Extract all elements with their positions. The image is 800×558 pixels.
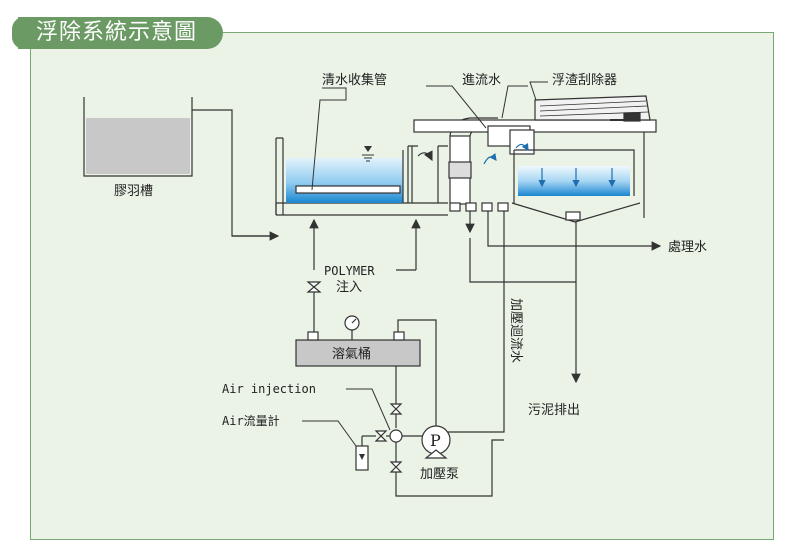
tank-top-frame — [413, 119, 657, 155]
air-valve-bottom — [389, 461, 403, 473]
polymer-valve — [306, 281, 322, 293]
label-dissolving-tank: 溶氣桶 — [332, 347, 371, 362]
label-pressure-pump: 加壓泵 — [420, 467, 459, 482]
air-dissolving-tank — [295, 339, 421, 367]
flotation-chamber-left — [275, 137, 404, 215]
label-air-injection: Air injection — [222, 382, 316, 396]
flocculation-outlet-pipe — [192, 109, 270, 237]
label-polymer: POLYMER — [324, 264, 375, 278]
label-inflow-water: 進流水 — [462, 73, 501, 88]
ejector-icon — [389, 429, 403, 443]
label-air-flowmeter: Air流量計 — [222, 413, 280, 428]
inlet-channel — [276, 202, 448, 216]
label-sludge-discharge: 污泥排出 — [528, 403, 580, 418]
label-clear-water-pipe: 清水收集管 — [322, 72, 387, 88]
air-valve-top — [389, 403, 403, 415]
label-pressurized-return: 加壓迴流水 — [508, 298, 523, 363]
scum-scraper — [534, 95, 651, 122]
label-flocculation-tank: 膠羽槽 — [114, 184, 153, 199]
label-scum-scraper: 浮渣刮除器 — [552, 73, 617, 88]
pump-letter: P — [430, 431, 441, 450]
label-polymer-injection: 注入 — [336, 280, 362, 295]
diagram-title: 浮除系統示意圖 — [11, 17, 224, 49]
inflow-pipe — [448, 117, 498, 205]
label-treated-water: 處理水 — [668, 240, 707, 255]
flotation-chamber-right — [511, 132, 645, 223]
flocculation-tank — [83, 97, 193, 177]
clear-water-pipe — [295, 185, 401, 194]
